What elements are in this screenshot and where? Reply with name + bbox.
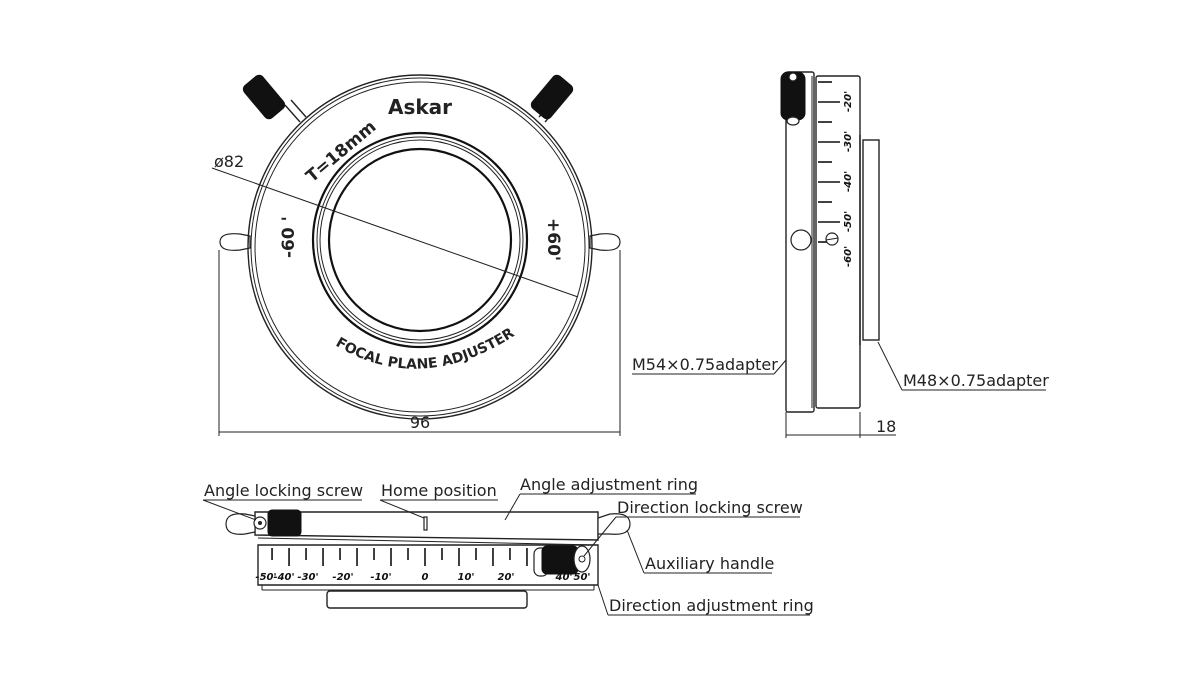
depth-dimension: 18 bbox=[876, 417, 896, 436]
side-scale-label: -60' bbox=[843, 246, 854, 267]
callout-direction-locking-screw: Direction locking screw bbox=[617, 498, 803, 517]
direction-locking-screw bbox=[541, 545, 579, 575]
bottom-scale-label: 50' bbox=[574, 572, 591, 583]
left-angle-label: -60 ' bbox=[279, 216, 299, 258]
m48-adapter bbox=[862, 139, 880, 341]
right-angle-label: +60' bbox=[543, 218, 563, 261]
angle-locking-screw-knob-left bbox=[242, 74, 307, 123]
callout-angle-locking-screw: Angle locking screw bbox=[204, 481, 363, 500]
product-name: FOCAL PLANE ADJUSTER bbox=[333, 325, 517, 373]
front-view: Askar T=18mm -60 ' +60' FOCAL PLANE ADJU… bbox=[211, 74, 621, 436]
bottom-scale-label: -20' bbox=[332, 572, 353, 583]
bottom-scale-ticks bbox=[271, 548, 579, 566]
bottom-scale-label: -50' bbox=[255, 572, 276, 583]
bottom-scale-label: -30' bbox=[297, 572, 318, 583]
bottom-scale-label: 0 bbox=[422, 572, 429, 583]
bottom-scale-label: -40' bbox=[273, 572, 294, 583]
callout-home-position: Home position bbox=[381, 481, 497, 500]
home-position-mark bbox=[423, 516, 428, 531]
side-scale-ticks bbox=[818, 81, 840, 243]
side-view: -20' -30' -40' -50' -60' M54×0.75adapter M48… bbox=[632, 71, 1049, 438]
bottom-adapter bbox=[326, 590, 528, 609]
auxiliary-handle-right bbox=[589, 233, 621, 251]
side-scale-label: -20' bbox=[843, 91, 854, 112]
brand-logo: Askar bbox=[388, 95, 452, 119]
callout-auxiliary-handle: Auxiliary handle bbox=[645, 554, 774, 573]
diameter-label: ø82 bbox=[214, 152, 244, 171]
callout-direction-adjustment-ring: Direction adjustment ring bbox=[609, 596, 814, 615]
m54-adapter-label: M54×0.75adapter bbox=[632, 355, 778, 374]
bottom-scale-label: 40' bbox=[555, 572, 573, 583]
side-scale-label: -30' bbox=[843, 131, 854, 152]
bottom-view: -50'-40'-30' -20' -10' 0 10' 20' 40'50' Angle … bbox=[202, 475, 814, 616]
auxiliary-handle-left-bottom bbox=[225, 513, 256, 535]
callout-angle-adjustment-ring: Angle adjustment ring bbox=[520, 475, 698, 494]
angle-locking-screw-knob-right bbox=[530, 74, 574, 123]
side-scale-label: -40' bbox=[843, 171, 854, 192]
bottom-scale-label: 20' bbox=[498, 572, 515, 583]
bottom-scale-label: -10' bbox=[370, 572, 391, 583]
auxiliary-handle-left bbox=[219, 233, 251, 251]
diameter-line bbox=[211, 167, 579, 298]
width-dimension: 96 bbox=[410, 413, 430, 432]
side-scale-label: -50' bbox=[843, 211, 854, 232]
angle-locking-screw bbox=[267, 509, 302, 537]
side-scale-labels: -20' -30' -40' -50' -60' bbox=[843, 91, 854, 267]
side-handle bbox=[790, 229, 812, 251]
bottom-scale-labels: -50'-40'-30' -20' -10' 0 10' 20' 40'50' bbox=[255, 572, 590, 583]
thickness-label: T=18mm bbox=[302, 117, 380, 187]
bottom-scale-label: 10' bbox=[458, 572, 475, 583]
m48-adapter-label: M48×0.75adapter bbox=[903, 371, 1049, 390]
